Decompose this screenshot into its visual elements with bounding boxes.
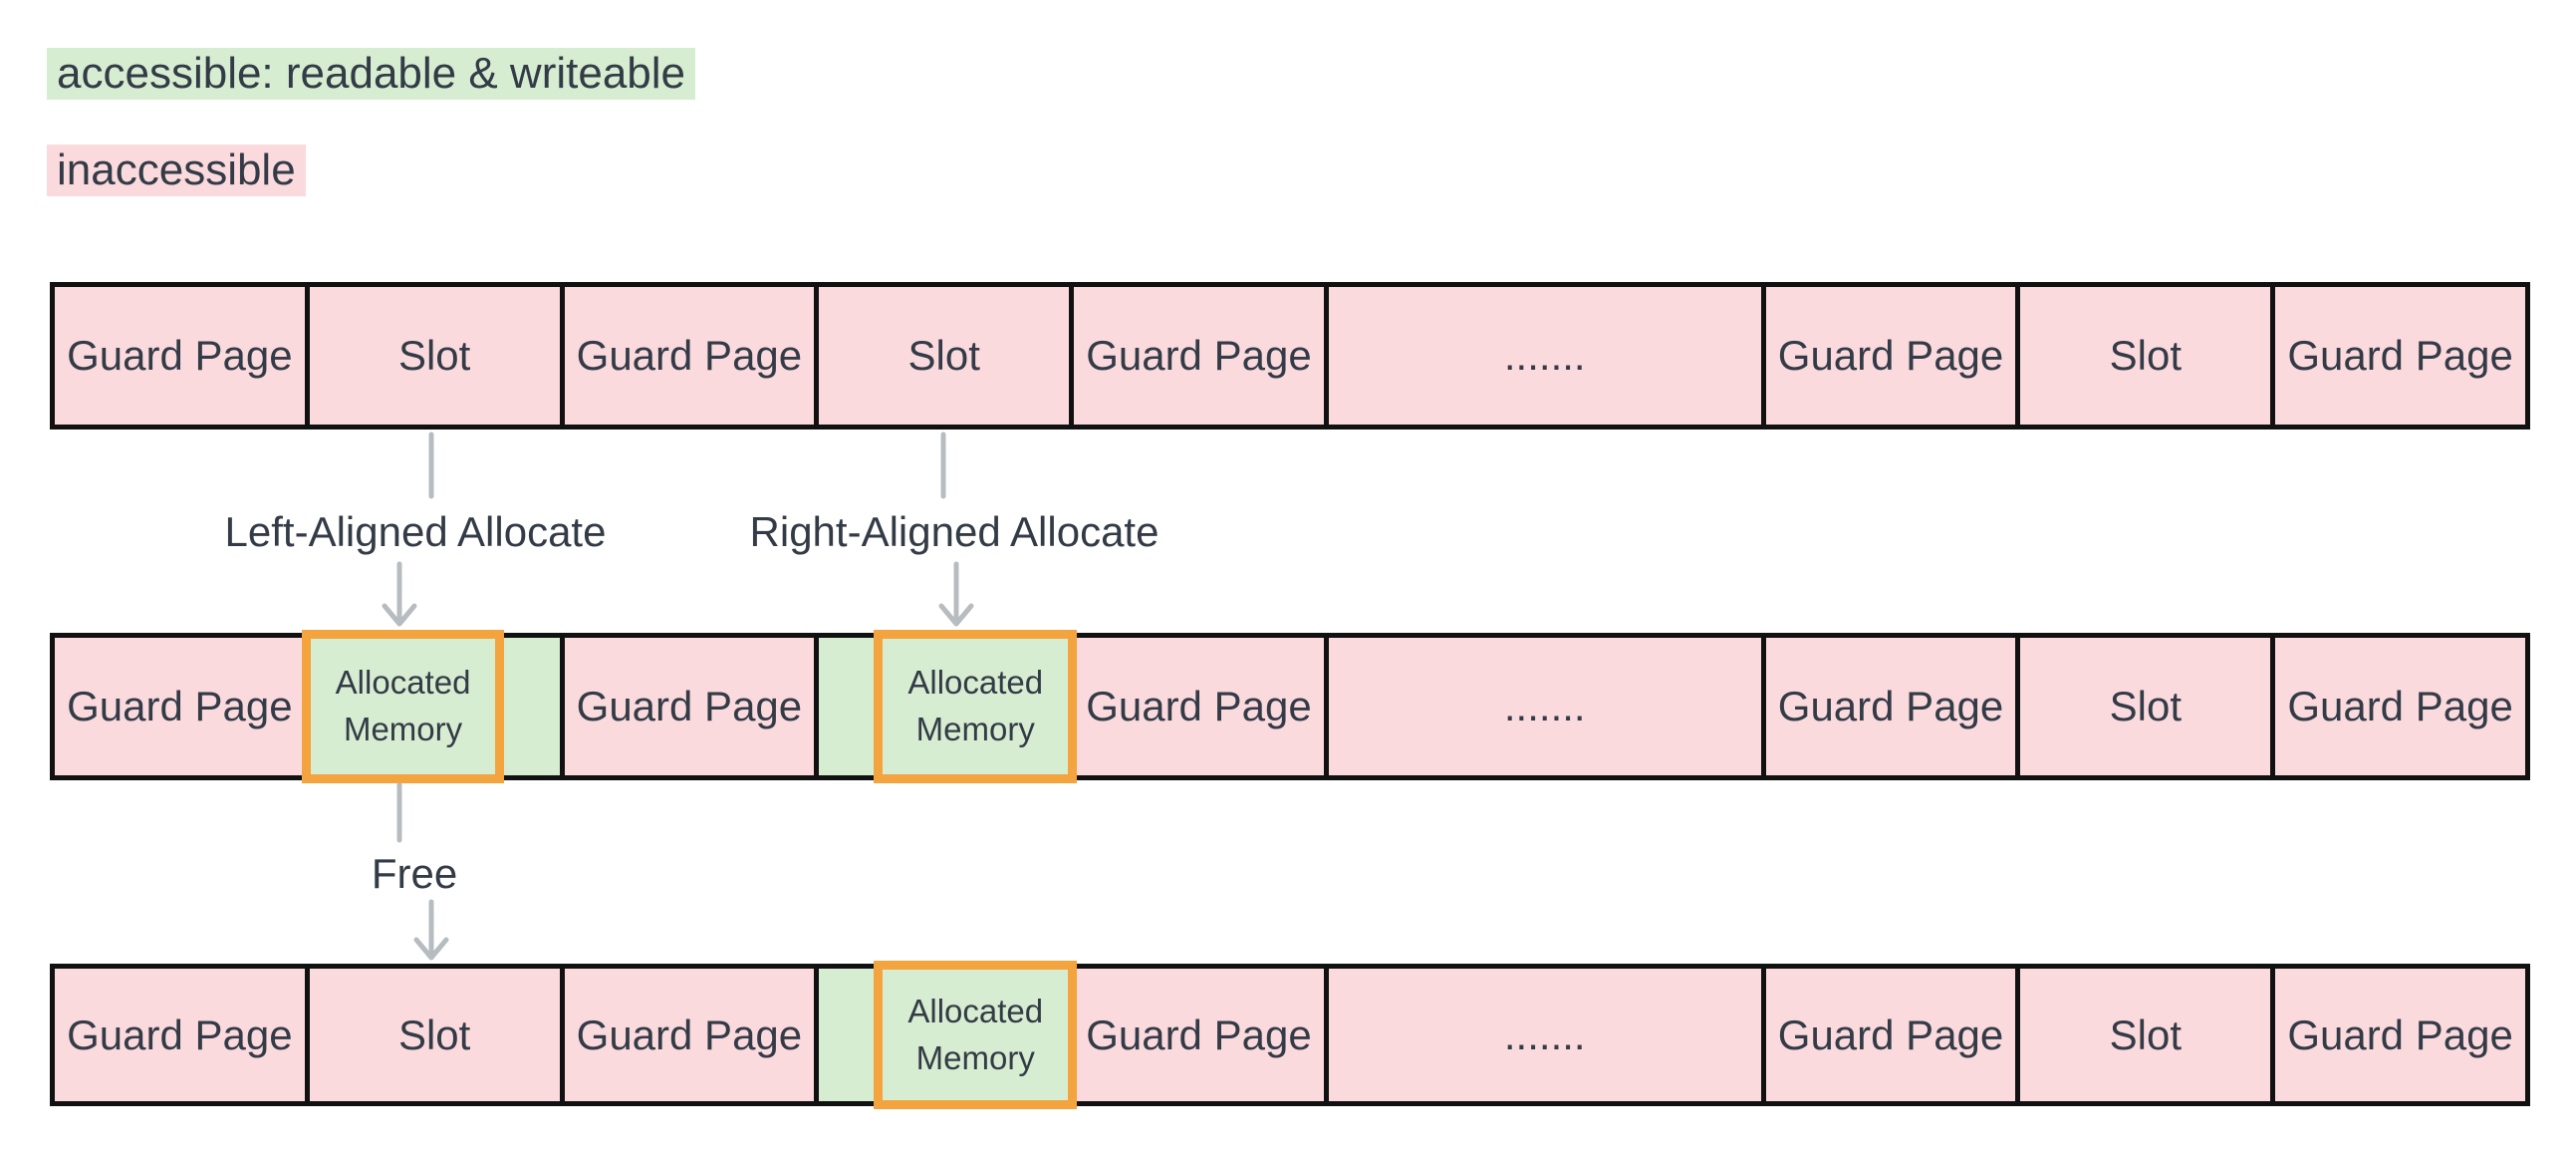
cell-guard-page: Guard Page bbox=[1074, 638, 1329, 775]
cell-label: Guard Page bbox=[1086, 683, 1312, 729]
allocated-memory-label-line2: Memory bbox=[343, 711, 463, 747]
label-right-aligned-allocate: Right-Aligned Allocate bbox=[749, 508, 1159, 555]
cell-guard-page: Guard Page bbox=[2275, 287, 2525, 425]
cell-ellipsis: ....... bbox=[1328, 638, 1766, 775]
cell-label: Guard Page bbox=[576, 332, 803, 379]
cell-label: Guard Page bbox=[67, 332, 293, 379]
cell-label: Guard Page bbox=[2287, 683, 2513, 729]
cell-guard-page: Guard Page bbox=[1074, 287, 1329, 425]
memory-row-initial: Guard Page Slot Guard Page Slot Guard Pa… bbox=[50, 282, 2530, 430]
cell-ellipsis: ....... bbox=[1328, 969, 1766, 1101]
cell-label: Guard Page bbox=[2287, 1011, 2513, 1058]
cell-slot: Slot bbox=[819, 287, 1075, 425]
cell-slot: Slot bbox=[2020, 638, 2276, 775]
cell-label: Slot bbox=[2109, 332, 2182, 379]
cell-label: Slot bbox=[907, 332, 980, 379]
legend-inaccessible: inaccessible bbox=[47, 144, 306, 196]
cell-guard-page: Guard Page bbox=[1765, 287, 2021, 425]
cell-slot-right-allocated: Allocated Memory bbox=[819, 961, 1078, 1109]
cell-slot: Slot bbox=[309, 287, 565, 425]
memory-row-allocated: Guard Page Allocated Memory Guard Page A… bbox=[50, 630, 2530, 783]
allocated-memory-box: Allocated Memory bbox=[874, 961, 1078, 1109]
cell-guard-page: Guard Page bbox=[55, 287, 310, 425]
cell-label: Guard Page bbox=[576, 1011, 803, 1058]
cell-label: Guard Page bbox=[1777, 1011, 2004, 1058]
cell-label: Guard Page bbox=[2287, 332, 2513, 379]
cell-guard-page: Guard Page bbox=[564, 969, 820, 1101]
cell-label: Slot bbox=[2109, 683, 2182, 729]
allocated-memory-label-line1: Allocated bbox=[907, 664, 1044, 702]
cell-label: ....... bbox=[1503, 683, 1586, 729]
cell-guard-page: Guard Page bbox=[55, 638, 310, 775]
cell-ellipsis: ....... bbox=[1328, 287, 1766, 425]
label-left-aligned-allocate: Left-Aligned Allocate bbox=[224, 508, 607, 555]
allocated-memory-box: Allocated Memory bbox=[874, 630, 1078, 783]
allocated-memory-box: Allocated Memory bbox=[301, 630, 505, 783]
cell-guard-page: Guard Page bbox=[564, 287, 820, 425]
arrow-right-allocate-head bbox=[938, 603, 974, 627]
cell-label: Guard Page bbox=[1086, 332, 1312, 379]
cell-label: Slot bbox=[397, 1011, 471, 1058]
memory-row-after-free: Guard Page Slot Guard Page Allocated Mem… bbox=[50, 961, 2530, 1109]
cell-label: Guard Page bbox=[67, 683, 293, 729]
cell-guard-page: Guard Page bbox=[2275, 969, 2525, 1101]
cell-slot: Slot bbox=[2020, 969, 2276, 1101]
cell-guard-page: Guard Page bbox=[1765, 969, 2021, 1101]
cell-guard-page: Guard Page bbox=[2275, 638, 2525, 775]
allocated-memory-label-line1: Allocated bbox=[907, 992, 1044, 1029]
cell-label: Slot bbox=[397, 332, 471, 379]
arrow-left-allocate-head bbox=[382, 603, 417, 627]
cell-guard-page: Guard Page bbox=[55, 969, 310, 1101]
cell-guard-page: Guard Page bbox=[1765, 638, 2021, 775]
cell-label: Guard Page bbox=[1777, 332, 2004, 379]
cell-guard-page: Guard Page bbox=[1074, 969, 1329, 1101]
cell-label: ....... bbox=[1503, 1011, 1586, 1058]
cell-slot: Slot bbox=[2020, 287, 2276, 425]
cell-slot: Slot bbox=[309, 969, 565, 1101]
allocated-memory-label-line1: Allocated bbox=[335, 664, 471, 702]
cell-guard-page: Guard Page bbox=[564, 638, 820, 775]
cell-label: Guard Page bbox=[1086, 1011, 1312, 1058]
arrow-free-head bbox=[413, 937, 449, 961]
cell-slot-left-allocated: Allocated Memory bbox=[301, 630, 565, 783]
cell-label: Guard Page bbox=[67, 1011, 293, 1058]
label-free: Free bbox=[371, 850, 458, 897]
cell-label: ....... bbox=[1503, 332, 1586, 379]
legend-accessible: accessible: readable & writeable bbox=[47, 48, 696, 100]
allocated-memory-label-line2: Memory bbox=[915, 1038, 1035, 1076]
cell-label: Guard Page bbox=[576, 683, 803, 729]
cell-label: Guard Page bbox=[1777, 683, 2004, 729]
cell-slot-right-allocated: Allocated Memory bbox=[819, 630, 1078, 783]
cell-label: Slot bbox=[2109, 1011, 2182, 1058]
allocated-memory-label-line2: Memory bbox=[915, 711, 1035, 747]
